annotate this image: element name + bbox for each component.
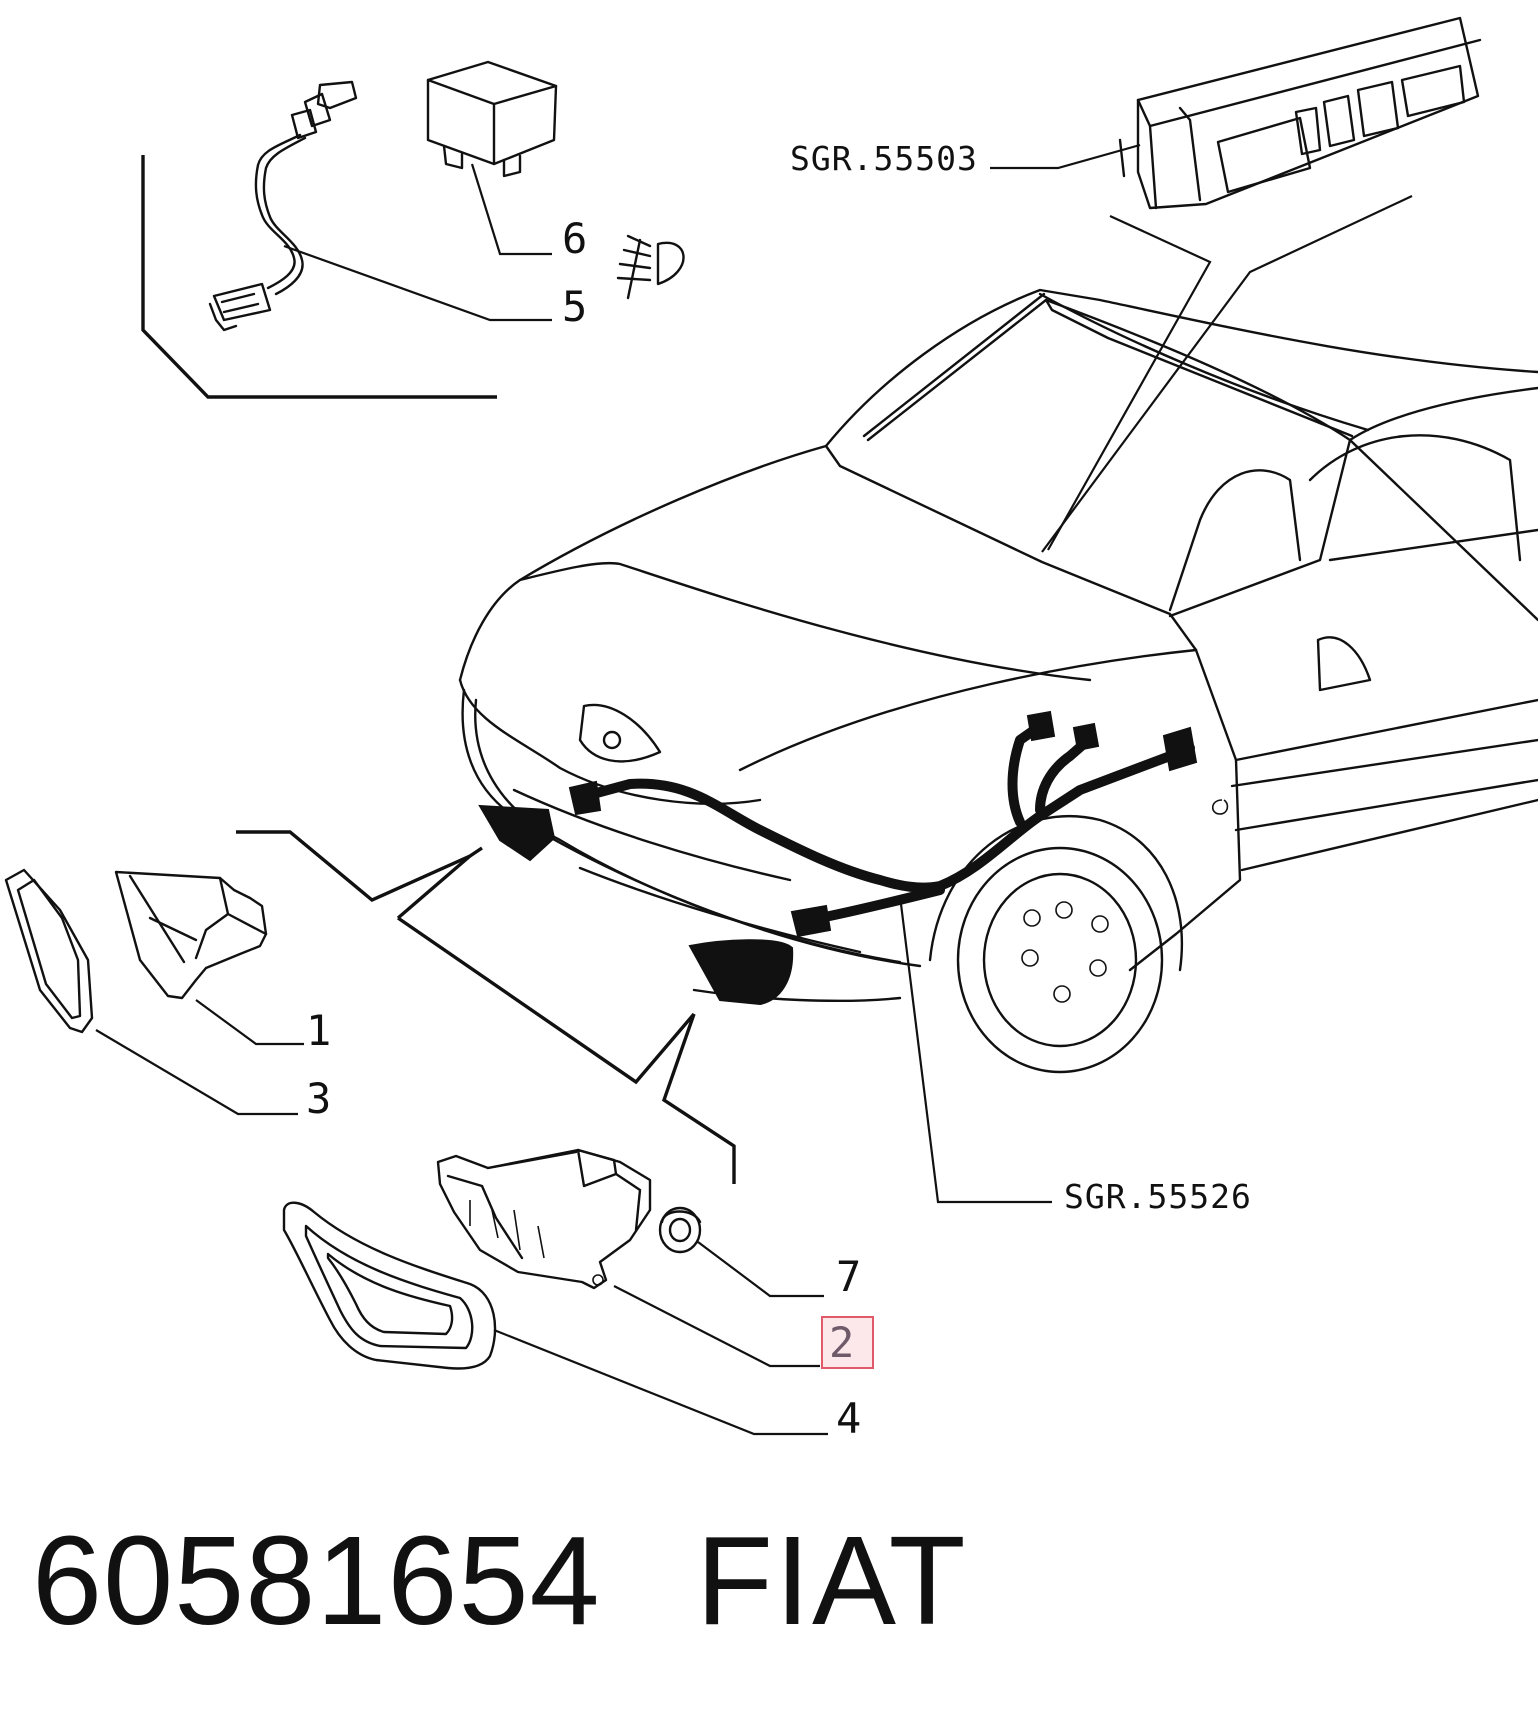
bezel-frame-part-4 bbox=[282, 1201, 497, 1370]
leader-5 bbox=[283, 244, 552, 322]
fog-lamp-left-installed bbox=[478, 804, 556, 862]
callout-6: 6 bbox=[562, 214, 588, 263]
leader-2 bbox=[613, 1285, 820, 1368]
callout-2-highlighted[interactable]: 2 bbox=[829, 1318, 855, 1367]
fog-light-icon bbox=[616, 234, 685, 300]
grommet-part-7 bbox=[658, 1206, 702, 1254]
brand-name: FIAT bbox=[696, 1510, 968, 1651]
fog-lamp-housing-part-1 bbox=[114, 870, 268, 1000]
bracket-group-top-left bbox=[141, 155, 497, 399]
leader-7 bbox=[697, 1241, 824, 1298]
ref-label-sgr-55526: SGR.55526 bbox=[1064, 1177, 1252, 1216]
wiring-harness-sgr-55526 bbox=[568, 710, 1198, 938]
switch-panel-sgr-55503 bbox=[990, 16, 1482, 210]
car-outline bbox=[458, 288, 1538, 1074]
cable-harness-part-5 bbox=[208, 80, 358, 332]
ref-label-sgr-55503: SGR.55503 bbox=[790, 139, 978, 178]
fog-lamp-right-installed bbox=[688, 939, 794, 1006]
lamp-cover-part-3 bbox=[4, 868, 94, 1034]
relay-part-6 bbox=[426, 60, 558, 178]
leader-sgr-55526 bbox=[898, 895, 1052, 1204]
fog-lamp-part-2 bbox=[436, 1148, 652, 1290]
bracket-group-center bbox=[236, 830, 736, 1184]
callout-5: 5 bbox=[562, 282, 588, 331]
callout-1: 1 bbox=[306, 1006, 332, 1055]
leader-4 bbox=[493, 1328, 828, 1436]
leader-panel-b bbox=[1041, 195, 1413, 553]
highlight-box-part-2[interactable] bbox=[821, 1316, 874, 1369]
callout-4: 4 bbox=[836, 1394, 862, 1443]
leader-panel-a bbox=[1047, 215, 1212, 551]
callout-7: 7 bbox=[836, 1252, 862, 1301]
leader-6 bbox=[470, 163, 552, 256]
leader-1 bbox=[195, 999, 304, 1046]
part-number: 60581654 bbox=[32, 1510, 601, 1651]
leader-3 bbox=[95, 1029, 298, 1116]
callout-3: 3 bbox=[306, 1074, 332, 1123]
